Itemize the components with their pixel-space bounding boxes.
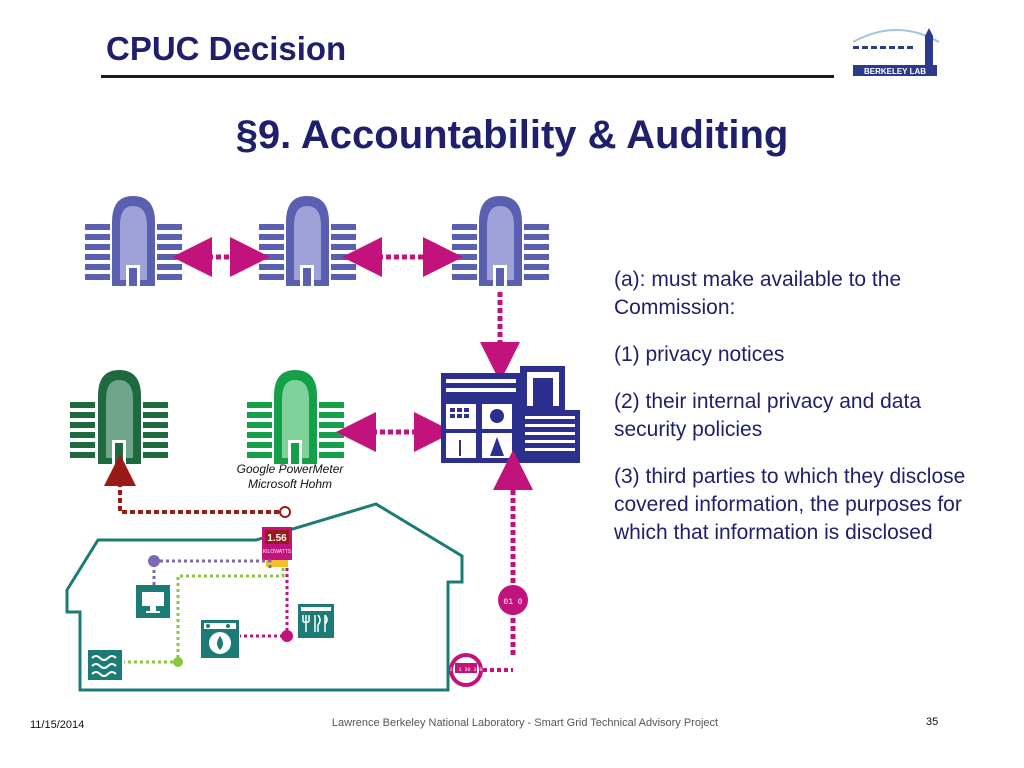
- washer-icon: [201, 620, 239, 658]
- page-number: 35: [926, 716, 939, 728]
- link-meter-to-appliances: [124, 568, 285, 664]
- caption-line-1: Google PowerMeter: [236, 462, 344, 476]
- kitchen-icon: [298, 604, 334, 638]
- caption-line-2: Microsoft Hohm: [247, 477, 333, 491]
- footer-date: 11/15/2014: [30, 719, 85, 731]
- smart-meter-digits: 24 1 30 360: [449, 667, 482, 673]
- requirement-2: (2) their internal privacy and data secu…: [614, 390, 921, 441]
- utility-office-icon: [441, 366, 580, 463]
- utility-building-3-icon: [452, 196, 549, 286]
- link-meter-to-computer: [152, 559, 272, 585]
- smart-meter-icon: 24 1 30 360: [449, 653, 483, 687]
- third-party-building-icon: [70, 370, 168, 464]
- svg-text:01 0: 01 0: [503, 598, 522, 607]
- requirement-intro: (a): must make available to the Commissi…: [614, 268, 902, 319]
- utility-building-2-icon: [259, 196, 356, 286]
- berkeley-lab-logo: BERKELEY LAB: [852, 28, 940, 76]
- data-packet-icon: 01 0: [498, 585, 528, 615]
- privacy-flow-diagram: 01 0 1.56 KILOWATTS: [65, 196, 580, 692]
- slide-title: §9. Accountability & Auditing: [235, 113, 789, 157]
- section-title: CPUC Decision: [106, 30, 347, 67]
- header-divider: [101, 75, 834, 78]
- link-meter-to-kitchen: [240, 568, 289, 638]
- logo-text: BERKELEY LAB: [864, 67, 926, 76]
- requirement-3: (3) third parties to which they disclose…: [614, 465, 966, 544]
- computer-icon: [136, 585, 170, 618]
- in-home-display-icon: 1.56 KILOWATTS: [262, 527, 292, 567]
- requirements-list: (a): must make available to the Commissi…: [614, 266, 999, 566]
- requirement-1: (1) privacy notices: [614, 343, 785, 366]
- utility-building-1-icon: [85, 196, 182, 286]
- energy-service-building-icon: [247, 370, 344, 464]
- network-node-icon: [148, 555, 160, 567]
- third-party-caption: Google PowerMeter Microsoft Hohm: [210, 462, 370, 492]
- meter-unit: KILOWATTS: [263, 549, 292, 555]
- meter-value: 1.56: [267, 533, 287, 544]
- heating-icon: [88, 650, 122, 680]
- footer-organization: Lawrence Berkeley National Laboratory - …: [331, 717, 719, 729]
- home-outline: [65, 502, 464, 692]
